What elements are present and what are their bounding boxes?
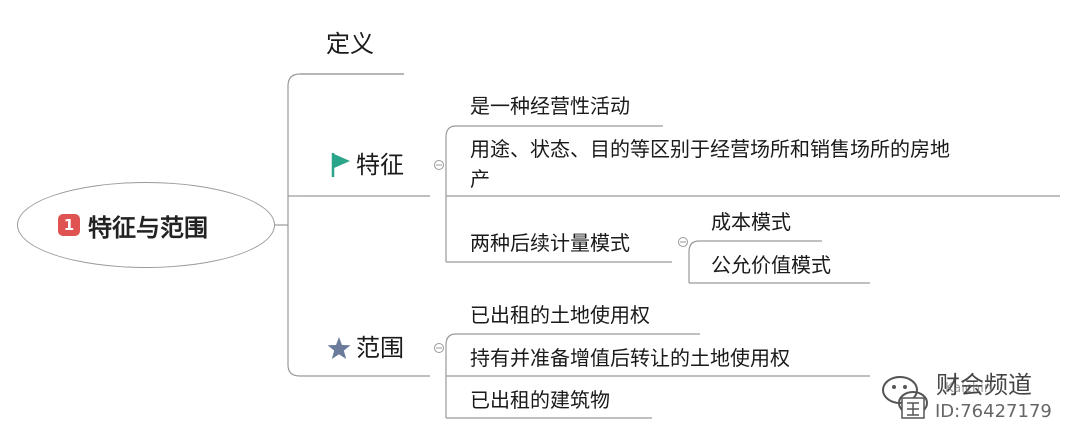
feature-item-3[interactable]: 两种后续计量模式: [470, 231, 630, 255]
watermark-brand: 财会频道: [936, 371, 1032, 399]
branch-features[interactable]: 特征: [356, 151, 404, 179]
wechat-logo-icon: [882, 376, 928, 419]
flag-icon: [331, 153, 350, 177]
root-label: 特征与范围: [88, 213, 208, 242]
branch-definition[interactable]: 定义: [326, 30, 374, 58]
sub-item-cost[interactable]: 成本模式: [711, 210, 791, 234]
root-node-ellipse[interactable]: [17, 182, 275, 268]
star-icon: [327, 337, 351, 359]
scope-item-1[interactable]: 已出租的土地使用权: [470, 303, 650, 327]
watermark-id: ID:76427179: [935, 401, 1052, 422]
scope-item-2[interactable]: 持有并准备增值后转让的土地使用权: [470, 346, 790, 370]
root-node[interactable]: 1 特征与范围: [58, 209, 208, 242]
branch-scope[interactable]: 范围: [356, 334, 404, 362]
feature-item-2-cont: 产: [470, 167, 490, 191]
watermark-overlay: Kaichin: [945, 381, 993, 396]
root-number-badge: 1: [58, 214, 80, 236]
feature-item-1[interactable]: 是一种经营性活动: [470, 94, 630, 118]
sub-item-fair-value[interactable]: 公允价值模式: [711, 253, 831, 277]
scope-item-3[interactable]: 已出租的建筑物: [470, 388, 610, 412]
feature-item-2[interactable]: 用途、状态、目的等区别于经营场所和销售场所的房地: [470, 137, 950, 161]
